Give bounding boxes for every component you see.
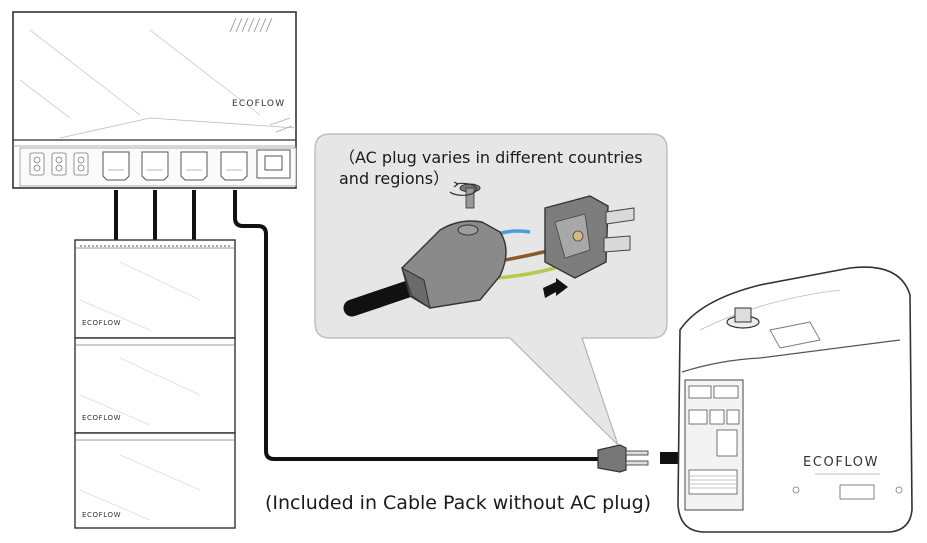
battery-cables <box>114 190 196 243</box>
ac-plug-detail <box>343 181 635 317</box>
battery-3: ECOFLOW <box>74 432 236 529</box>
ac-cable <box>233 190 598 461</box>
hub-brand-logo: ECOFLOW <box>232 99 285 109</box>
arrow-right-icon <box>543 278 568 298</box>
power-hub: ECOFLOW <box>12 11 297 189</box>
svg-text:ECOFLOW: ECOFLOW <box>82 414 121 422</box>
screw-icon <box>449 181 481 209</box>
battery-stack: ECOFLOW ECOFLOW ECOFLOW <box>74 239 236 529</box>
battery-1: ECOFLOW <box>74 239 236 339</box>
callout-line-1: （AC plug varies in different countries <box>339 148 643 167</box>
cable-caption: (Included in Cable Pack without AC plug) <box>265 492 652 514</box>
generator-brand-logo: ECOFLOW <box>803 455 879 470</box>
cable-plug <box>597 444 649 473</box>
battery-2: ECOFLOW <box>74 337 236 434</box>
callout-note: （AC plug varies in different countries a… <box>339 147 659 189</box>
callout-line-2: and regions） <box>339 169 450 188</box>
generator: ECOFLOW <box>677 266 913 533</box>
svg-text:ECOFLOW: ECOFLOW <box>82 319 121 327</box>
svg-text:ECOFLOW: ECOFLOW <box>82 511 121 519</box>
